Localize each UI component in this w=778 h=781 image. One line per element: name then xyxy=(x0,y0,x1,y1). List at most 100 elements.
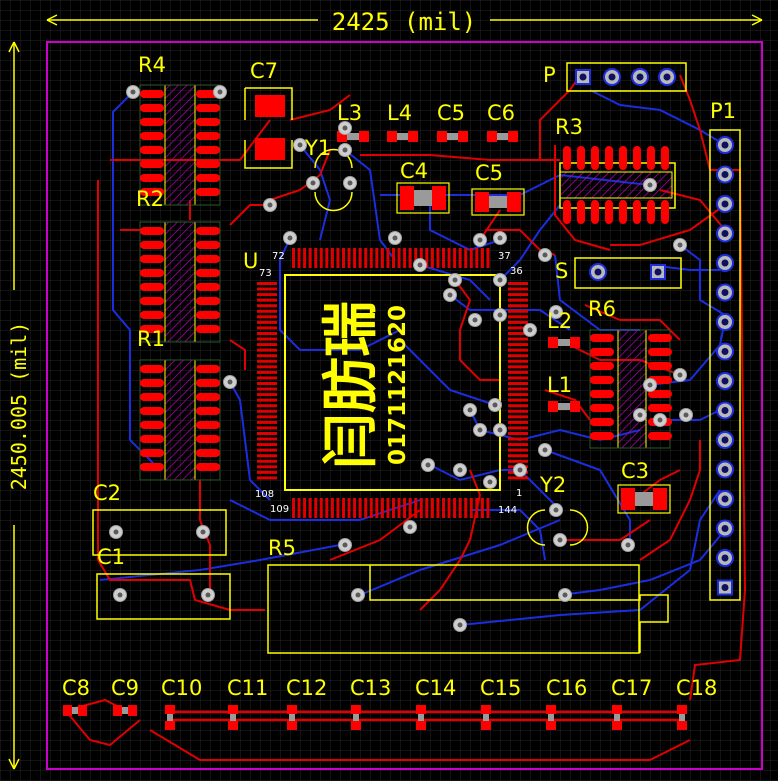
ic-pin xyxy=(369,498,373,518)
rn-pad xyxy=(590,418,614,426)
label-c5b: C5 xyxy=(475,161,503,185)
rn-pad xyxy=(140,241,164,249)
label-r5: R5 xyxy=(268,536,296,560)
ic-pin xyxy=(369,248,373,268)
label-c5a: C5 xyxy=(437,101,465,125)
via-hole xyxy=(113,529,119,535)
ic-pin xyxy=(508,476,528,480)
via-hole xyxy=(497,235,503,241)
rn-pad xyxy=(140,463,164,471)
via-hole xyxy=(472,317,478,323)
header-hole xyxy=(721,407,729,414)
ic-pin xyxy=(480,498,484,518)
cap-pad xyxy=(165,705,175,714)
ic-pin xyxy=(508,409,528,413)
ic-pin xyxy=(375,498,379,518)
via-hole xyxy=(467,407,473,413)
label-r3: R3 xyxy=(555,115,583,139)
ic-pin xyxy=(347,248,351,268)
label-c3: C3 xyxy=(621,459,649,483)
through-hole-headers xyxy=(575,68,734,596)
rn-pad xyxy=(140,227,164,235)
smd-pad-bodies xyxy=(347,133,653,506)
ic-pin xyxy=(257,465,277,469)
ic-pin xyxy=(308,498,312,518)
rn-pad xyxy=(140,393,164,401)
ic-pin xyxy=(447,248,451,268)
crystal-y2 xyxy=(526,509,589,546)
cap-pad xyxy=(351,705,361,714)
via-hole xyxy=(447,292,453,298)
ic-pin xyxy=(375,248,379,268)
header-hole xyxy=(608,73,616,81)
ic-pin xyxy=(508,454,528,458)
ic-pin xyxy=(257,365,277,369)
ic-pin xyxy=(480,248,484,268)
header-hole xyxy=(721,436,729,444)
rn-pad xyxy=(196,174,220,182)
rn-pad xyxy=(140,188,164,196)
ic-pin xyxy=(353,498,357,518)
ic-pin xyxy=(425,248,429,268)
ic-pin xyxy=(447,498,451,518)
rn-pad xyxy=(577,200,585,224)
ic-pin xyxy=(292,248,295,268)
ic-pin xyxy=(508,437,528,441)
rn-pad xyxy=(619,146,627,170)
ic-pin xyxy=(257,354,277,358)
ic-pin xyxy=(257,287,277,291)
header-hole xyxy=(721,377,729,385)
rn-pad xyxy=(619,200,627,224)
rn-pad xyxy=(648,362,672,370)
ic-pin xyxy=(469,248,473,268)
cap-pad xyxy=(113,705,122,716)
ic-pin xyxy=(257,315,277,319)
ic-pin xyxy=(330,248,334,268)
header-hole xyxy=(721,495,729,503)
cap-pad xyxy=(416,705,426,714)
label-c2: C2 xyxy=(93,481,121,505)
rn-pad xyxy=(140,297,164,305)
pin-label-109: 109 xyxy=(270,504,289,515)
vias xyxy=(109,85,693,632)
via-hole xyxy=(487,479,493,485)
ic-pin xyxy=(342,248,345,268)
ic-pin-numbers: 1 36 37 72 73 108 109 144 xyxy=(255,251,523,516)
ic-pin xyxy=(508,448,528,452)
via-hole xyxy=(557,537,563,543)
cap-pad xyxy=(546,721,556,730)
ic-pin xyxy=(508,326,528,330)
rn-pad xyxy=(661,146,669,170)
rn-pad xyxy=(196,269,220,277)
cap-pad xyxy=(228,721,238,730)
cap-body xyxy=(679,714,685,721)
ic-pin xyxy=(325,498,329,518)
via-hole xyxy=(497,427,503,433)
ic-pin xyxy=(325,248,329,268)
via-hole xyxy=(130,89,136,95)
label-c12: C12 xyxy=(286,676,327,700)
rn-pad xyxy=(196,132,220,140)
via-hole xyxy=(342,542,348,548)
via-hole xyxy=(217,89,223,95)
pin-label-1: 1 xyxy=(516,488,522,499)
ic-pin xyxy=(425,498,429,518)
cap-pad xyxy=(351,721,361,730)
rn-pad xyxy=(196,118,220,126)
rn-pad xyxy=(605,146,613,170)
ic-pin xyxy=(392,248,395,268)
label-c13: C13 xyxy=(350,676,391,700)
via-hole xyxy=(205,592,211,598)
ic-pin xyxy=(308,248,312,268)
ic-pin xyxy=(397,248,401,268)
cap-pad xyxy=(481,705,491,714)
cap-pad xyxy=(677,705,687,714)
ic-pin xyxy=(353,248,357,268)
cap-pad xyxy=(481,721,491,730)
cap-pad xyxy=(287,705,297,714)
ic-pin xyxy=(386,498,390,518)
ic-pin xyxy=(380,498,384,518)
via-hole xyxy=(562,592,568,598)
label-u: U xyxy=(243,249,258,273)
via-hole xyxy=(297,142,303,148)
